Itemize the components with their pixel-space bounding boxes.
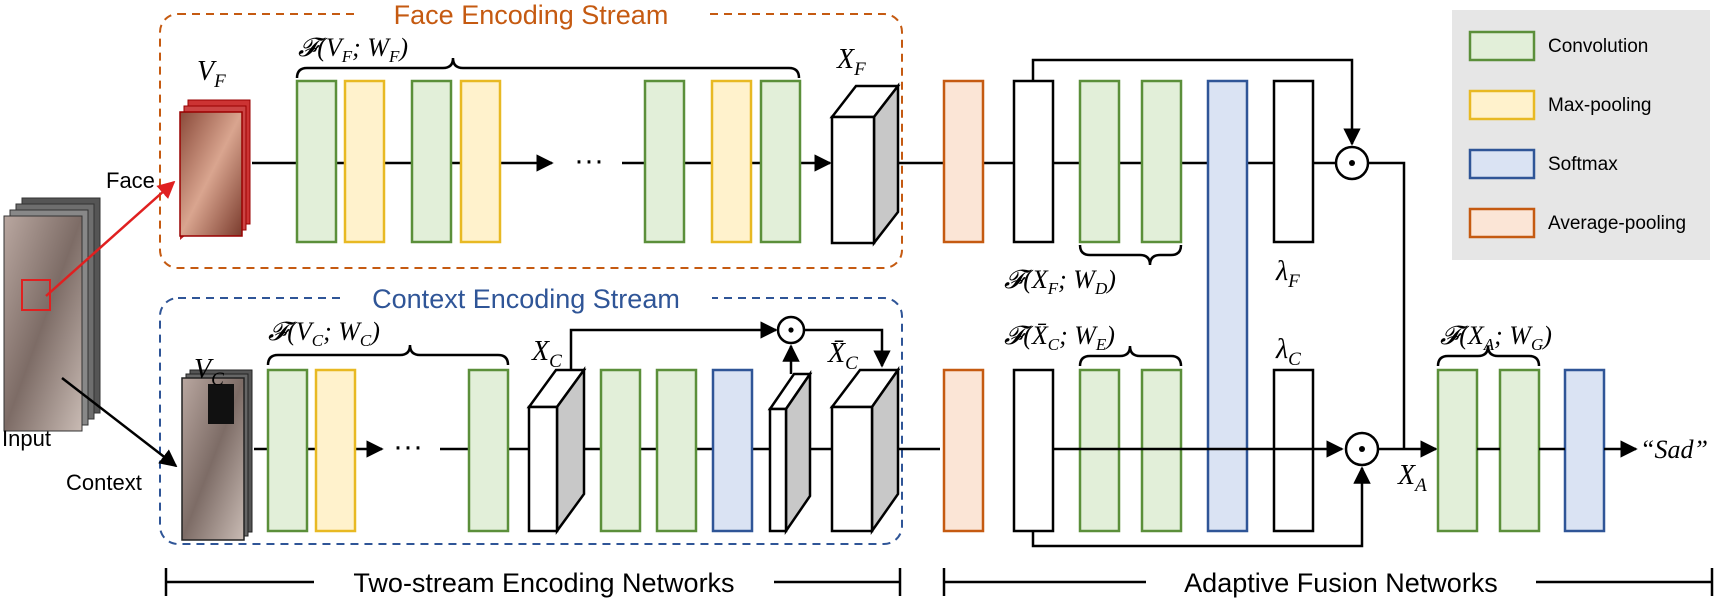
f-d-label: 𝓕(XF; WD) <box>1004 265 1116 298</box>
legend-label-avg: Average-pooling <box>1548 213 1686 234</box>
ctx-pool-1 <box>314 368 357 533</box>
x-c-bar-label: X̄C <box>827 338 858 374</box>
fusion-softmax <box>1206 79 1249 533</box>
legend-swatch-conv <box>1468 30 1536 62</box>
attention-map-block <box>767 369 813 536</box>
ctx-conv-4 <box>655 368 698 533</box>
ctx-feature-block <box>1012 368 1055 533</box>
ctx-fusion-conv-1 <box>1078 368 1121 533</box>
ctx-brace <box>266 344 510 366</box>
lambda-f-block <box>1272 79 1315 244</box>
f-e-label: 𝓕(X̄C; WE) <box>1004 321 1115 354</box>
legend-label-pool: Max-pooling <box>1548 95 1652 116</box>
context-stream-title: Context Encoding Stream <box>372 284 680 314</box>
x-c-bar-block <box>829 366 901 535</box>
output-label: “Sad” <box>1640 435 1708 464</box>
ctx-multiply-out-line <box>805 328 891 368</box>
face-brace <box>295 57 801 79</box>
face-conv-4 <box>759 79 802 244</box>
legend-swatch-avg <box>1468 207 1536 239</box>
face-pool-1 <box>343 79 386 244</box>
face-skip-line <box>1031 58 1361 146</box>
lambda-c-label: λC <box>1275 334 1301 370</box>
section-right: Adaptive Fusion Networks <box>942 568 1714 598</box>
ctx-fusion-conv-2 <box>1140 368 1183 533</box>
face-fused-line <box>1368 161 1406 449</box>
legend: Convolution Max-pooling Softmax Average-… <box>1452 10 1710 260</box>
face-fusion-conv-2 <box>1140 79 1183 244</box>
ctx-fusion-multiply-dot <box>1359 446 1365 452</box>
face-conv-3 <box>643 79 686 244</box>
ctx-conv-1 <box>266 368 309 533</box>
x-f-label: XF <box>836 44 866 80</box>
lambda-c-block <box>1272 368 1315 533</box>
ctx-bottom-skip-line <box>1031 466 1371 548</box>
f-g-label: 𝓕(XA; WG) <box>1440 321 1552 354</box>
legend-swatch-pool <box>1468 89 1536 121</box>
v-c-label: VC <box>194 354 224 390</box>
face-stream-title-bg <box>358 0 704 30</box>
x-f-block <box>829 82 901 247</box>
input-label: Input <box>2 426 51 451</box>
ctx-multiply-dot <box>788 327 794 333</box>
face-conv-1 <box>295 79 338 244</box>
f-g-brace <box>1436 345 1541 367</box>
section-left: Two-stream Encoding Networks <box>164 568 902 598</box>
f-e-brace <box>1078 345 1183 367</box>
ctx-skip-line <box>569 321 778 370</box>
legend-swatch-soft <box>1468 148 1536 180</box>
face-label: Face <box>106 168 155 193</box>
x-c-block <box>526 366 587 535</box>
f-d-brace <box>1078 244 1183 266</box>
ctx-conv-2 <box>467 368 510 533</box>
face-avgpool <box>942 79 985 244</box>
ctx-avgpool <box>942 368 985 533</box>
context-image-stack <box>181 369 253 541</box>
f-face-label: 𝓕(VF; WF) <box>298 33 408 66</box>
context-stream-title-bg <box>340 283 712 313</box>
section-right-label: Adaptive Fusion Networks <box>1184 568 1498 598</box>
face-multiply-dot <box>1349 160 1355 166</box>
face-arrow <box>45 180 176 297</box>
legend-label-conv: Convolution <box>1548 36 1648 57</box>
v-f-label: VF <box>197 56 226 92</box>
output-conv-2 <box>1498 368 1541 533</box>
context-arrow <box>61 377 178 468</box>
output-softmax <box>1563 368 1606 533</box>
input-frames <box>3 197 101 432</box>
face-ellipsis: ··· <box>574 144 604 177</box>
face-image-stack <box>179 99 251 240</box>
x-a-label: XA <box>1397 460 1427 496</box>
section-left-label: Two-stream Encoding Networks <box>353 568 734 598</box>
legend-label-soft: Softmax <box>1548 154 1618 175</box>
f-ctx-label: 𝓕(VC; WC) <box>268 317 380 350</box>
face-stream-title: Face Encoding Stream <box>394 0 669 30</box>
context-label: Context <box>66 470 142 495</box>
x-c-label: XC <box>531 336 562 372</box>
ctx-ellipsis: ··· <box>393 430 423 463</box>
face-fusion-conv-1 <box>1078 79 1121 244</box>
face-pool-2 <box>459 79 502 244</box>
output-conv-1 <box>1436 368 1479 533</box>
ctx-conv-3 <box>599 368 642 533</box>
face-conv-2 <box>410 79 453 244</box>
face-feature-block <box>1012 79 1055 244</box>
lambda-f-label: λF <box>1275 256 1300 292</box>
face-pool-3 <box>710 79 753 244</box>
ctx-softmax <box>711 368 754 533</box>
